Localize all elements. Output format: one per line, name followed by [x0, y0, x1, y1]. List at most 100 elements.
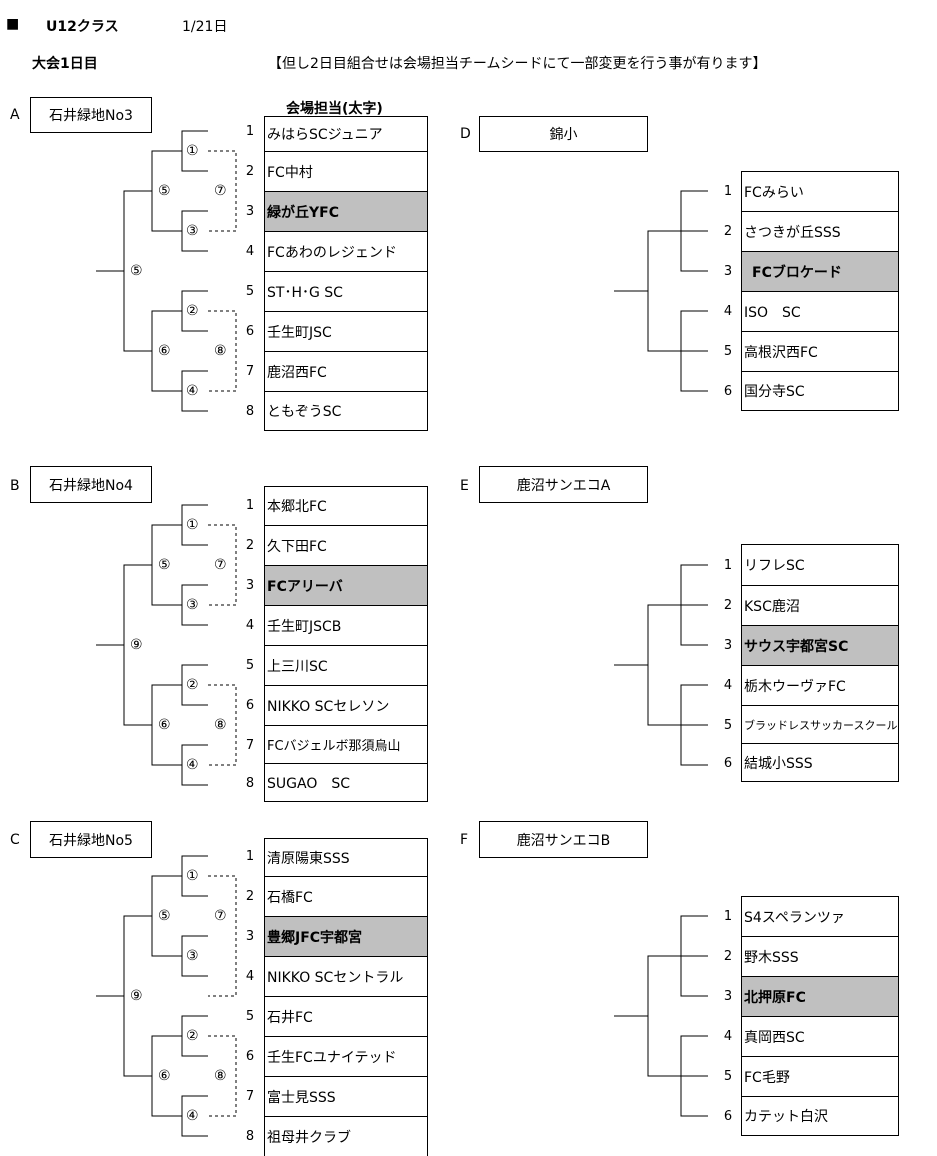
team-cell: 壬生町JSCB	[264, 605, 428, 646]
group-a-venue: 石井緑地No3	[30, 97, 152, 133]
seed-number: 5	[723, 344, 733, 359]
team-cell: 国分寺SC	[741, 371, 899, 411]
seed-number: 3	[723, 638, 733, 653]
seed-number: 4	[245, 618, 255, 633]
team-cell: FCみらい	[741, 171, 899, 212]
seed-number: 7	[245, 738, 255, 753]
team-cell: 真岡西SC	[741, 1016, 899, 1057]
seed-number: 6	[245, 1049, 255, 1064]
match-4-label: ④	[186, 757, 199, 773]
group-b-root-label: ⑨	[130, 637, 143, 653]
group-d-letter: D	[460, 126, 471, 142]
seed-number: 6	[245, 698, 255, 713]
seed-number: 1	[723, 558, 733, 573]
team-cell: FC中村	[264, 151, 428, 192]
team-cell: 久下田FC	[264, 525, 428, 566]
group-f-venue: 鹿沼サンエコB	[479, 821, 648, 858]
match-6-label: ⑥	[158, 717, 171, 733]
match-7-label: ⑦	[214, 908, 227, 924]
seed-number: 4	[723, 304, 733, 319]
match-3-label: ③	[186, 597, 199, 613]
group-c-letter: C	[10, 832, 20, 848]
team-cell: 壬生町JSC	[264, 311, 428, 352]
seed-number: 1	[245, 849, 255, 864]
match-8-label: ⑧	[214, 343, 227, 359]
group-e-letter: E	[460, 478, 469, 494]
seed-number: 6	[723, 1109, 733, 1124]
team-cell: NIKKO SCセレソン	[264, 685, 428, 726]
match-6-label: ⑥	[158, 1068, 171, 1084]
match-7-label: ⑦	[214, 183, 227, 199]
team-cell: S4スペランツァ	[741, 896, 899, 937]
team-cell: 鹿沼西FC	[264, 351, 428, 392]
team-cell: KSC鹿沼	[741, 585, 899, 626]
host-team-cell: 豊郷JFC宇都宮	[264, 916, 428, 957]
group-b-venue: 石井緑地No4	[30, 466, 152, 503]
team-cell: 野木SSS	[741, 936, 899, 977]
match-2-label: ②	[186, 677, 199, 693]
seed-number: 2	[723, 598, 733, 613]
team-cell: 壬生FCユナイテッド	[264, 1036, 428, 1077]
team-cell: 上三川SC	[264, 645, 428, 686]
team-cell: ブラッドレスサッカースクール	[741, 705, 899, 744]
match-4-label: ④	[186, 383, 199, 399]
group-d-venue: 錦小	[479, 116, 648, 152]
seed-number: 8	[245, 404, 255, 419]
seed-number: 7	[245, 364, 255, 379]
seed-number: 4	[245, 244, 255, 259]
seed-number: 8	[245, 1129, 255, 1144]
seed-number: 4	[245, 969, 255, 984]
match-6-label: ⑥	[158, 343, 171, 359]
seed-number: 3	[723, 989, 733, 1004]
team-cell: 清原陽東SSS	[264, 838, 428, 877]
team-cell: 高根沢西FC	[741, 331, 899, 372]
header-marker: ■	[6, 16, 20, 32]
team-cell: 本郷北FC	[264, 486, 428, 526]
day-label: 大会1日目	[32, 56, 98, 72]
team-cell: みはらSCジュニア	[264, 116, 428, 152]
team-cell: 石井FC	[264, 996, 428, 1037]
seed-number: 7	[245, 1089, 255, 1104]
team-cell: ともぞうSC	[264, 391, 428, 431]
team-cell: さつきが丘SSS	[741, 211, 899, 252]
match-7-label: ⑦	[214, 557, 227, 573]
group-e-venue: 鹿沼サンエコA	[479, 466, 648, 503]
class-title: U12クラス	[46, 19, 119, 35]
team-cell: 栃木ウーヴァFC	[741, 665, 899, 706]
host-team-cell: 緑が丘YFC	[264, 191, 428, 232]
match-1-label: ①	[186, 868, 199, 884]
match-2-label: ②	[186, 1028, 199, 1044]
host-team-cell: FCブロケード	[741, 251, 899, 292]
match-5-label: ⑤	[158, 557, 171, 573]
seed-number: 1	[245, 124, 255, 139]
group-a-root-label: ⑤	[130, 263, 143, 279]
seed-number: 5	[245, 1009, 255, 1024]
team-cell: ISO SC	[741, 291, 899, 332]
group-b-letter: B	[10, 478, 20, 494]
match-4-label: ④	[186, 1108, 199, 1124]
team-cell: NIKKO SCセントラル	[264, 956, 428, 997]
match-1-label: ①	[186, 143, 199, 159]
note-text: 【但し2日目組合せは会場担当チームシードにて一部変更を行う事が有ります】	[268, 56, 767, 72]
match-8-label: ⑧	[214, 717, 227, 733]
seed-number: 6	[723, 756, 733, 771]
host-label: 会場担当(太字)	[286, 101, 383, 117]
seed-number: 4	[723, 1029, 733, 1044]
seed-number: 2	[723, 224, 733, 239]
team-cell: 結城小SSS	[741, 743, 899, 782]
team-cell: ST･H･G SC	[264, 271, 428, 312]
group-c-root-label: ⑨	[130, 988, 143, 1004]
match-3-label: ③	[186, 223, 199, 239]
date-label: 1/21日	[182, 19, 228, 35]
group-a-letter: A	[10, 107, 20, 123]
host-team-cell: FCアリーバ	[264, 565, 428, 606]
team-cell: 富士見SSS	[264, 1076, 428, 1117]
team-cell: FCあわのレジェンド	[264, 231, 428, 272]
team-cell: リフレSC	[741, 544, 899, 586]
team-cell: 石橋FC	[264, 876, 428, 917]
seed-number: 6	[245, 324, 255, 339]
match-1-label: ①	[186, 517, 199, 533]
team-cell: カテット白沢	[741, 1096, 899, 1136]
team-cell: FCバジェルボ那須烏山	[264, 725, 428, 764]
seed-number: 3	[245, 929, 255, 944]
